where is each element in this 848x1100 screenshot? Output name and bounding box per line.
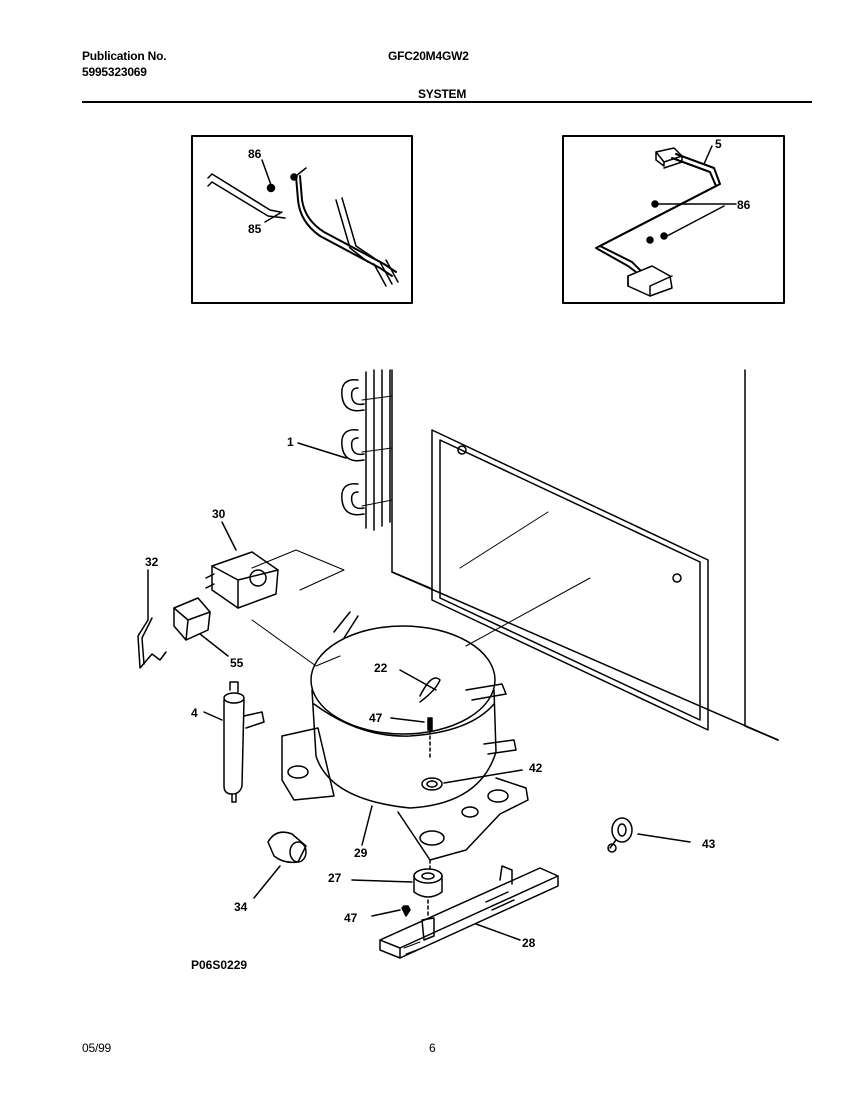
cabinet-outline (391, 369, 779, 741)
callout-86-right: 86 (737, 198, 751, 212)
model-number: GFC20M4GW2 (388, 49, 469, 63)
header-rule (82, 101, 812, 103)
drawing-code: P06S0229 (191, 958, 247, 972)
page-number: 6 (429, 1041, 436, 1055)
publication-number: 5995323069 (82, 65, 147, 79)
drier: 4 (191, 681, 265, 803)
section-title: SYSTEM (418, 87, 467, 101)
base-mounting: 27 47 28 (328, 859, 559, 959)
relay-overload: 30 32 55 (137, 507, 345, 670)
callout-28: 28 (522, 936, 536, 950)
footer-date: 05/99 (82, 1041, 112, 1055)
callout-27: 27 (328, 871, 342, 885)
inset-harness-right: 5 86 (562, 135, 785, 304)
grommet: 34 (234, 831, 307, 914)
callout-85: 85 (248, 222, 262, 236)
callout-29: 29 (354, 846, 368, 860)
condenser: 1 (287, 369, 393, 531)
callout-30: 30 (212, 507, 226, 521)
callout-47-lower: 47 (344, 911, 358, 925)
callout-1: 1 (287, 435, 294, 449)
compressor: 22 47 42 29 (281, 611, 543, 861)
callout-34: 34 (234, 900, 248, 914)
callout-43: 43 (702, 837, 716, 851)
callout-42: 42 (529, 761, 543, 775)
clamp: 43 (607, 817, 716, 853)
callout-47-upper: 47 (369, 711, 383, 725)
callout-32: 32 (145, 555, 159, 569)
callout-86-left: 86 (248, 147, 262, 161)
callout-55: 55 (230, 656, 244, 670)
callout-4: 4 (191, 706, 198, 720)
inset-harness-left: 86 85 (191, 135, 413, 304)
callout-22: 22 (374, 661, 388, 675)
callout-5: 5 (715, 137, 722, 151)
publication-label: Publication No. (82, 49, 167, 63)
